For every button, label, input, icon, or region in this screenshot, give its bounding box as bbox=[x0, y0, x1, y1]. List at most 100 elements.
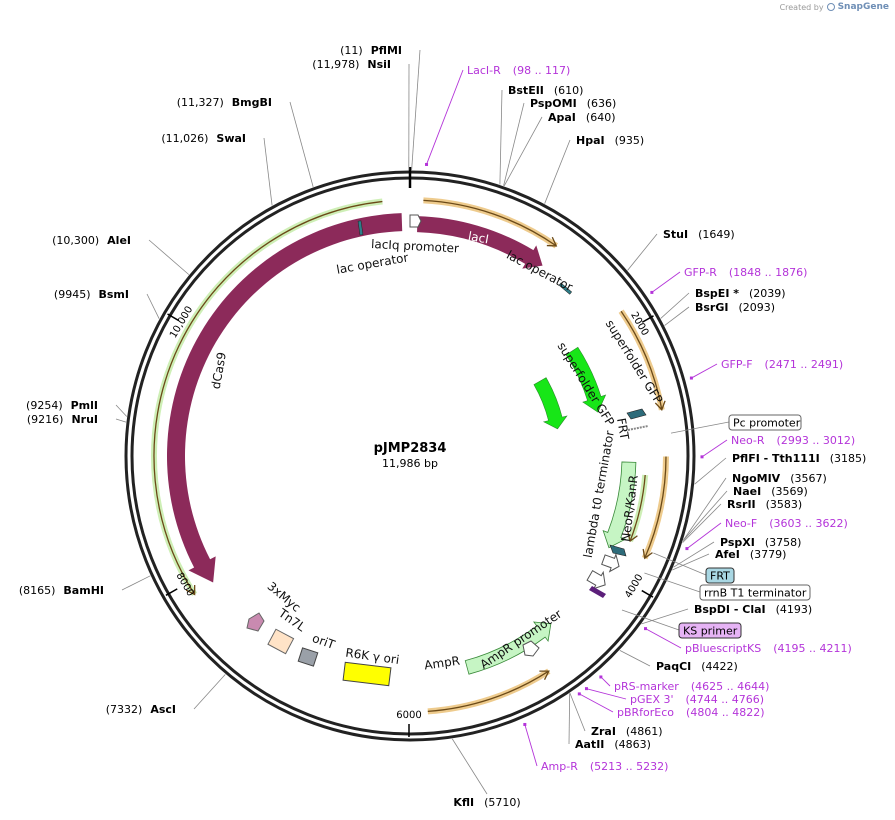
feature-laci-arrow[interactable] bbox=[417, 216, 543, 269]
feature-label-frt-1: FRT bbox=[614, 417, 632, 441]
boxed-label[interactable]: FRT bbox=[710, 570, 730, 583]
site-leader-line bbox=[503, 102, 525, 186]
site-leader-line bbox=[148, 239, 190, 275]
boxed-label[interactable]: KS primer bbox=[683, 625, 738, 638]
primer-mark bbox=[650, 290, 654, 294]
restriction-site-label[interactable]: (10,300)AleI bbox=[52, 234, 131, 247]
restriction-site-label[interactable]: ZraI(4861) bbox=[591, 725, 663, 738]
restriction-site-label[interactable]: PaqCI(4422) bbox=[656, 660, 738, 673]
frt-1-mark[interactable] bbox=[626, 408, 647, 420]
restriction-site-label[interactable]: RsrII(3583) bbox=[727, 498, 802, 511]
primer-name: pGEX 3' bbox=[630, 693, 674, 706]
primer-label[interactable]: GFP-F(2471 .. 2491) bbox=[721, 358, 843, 371]
restriction-site-label[interactable]: (11,978)NsiI bbox=[312, 58, 391, 71]
boxed-leader-line bbox=[621, 609, 680, 631]
restriction-site-label[interactable]: ApaI(640) bbox=[548, 111, 616, 124]
primer-range: (2993 .. 3012) bbox=[777, 434, 856, 447]
restriction-site-label[interactable]: AfeI(3779) bbox=[715, 548, 786, 561]
feature-label-laci: lacI bbox=[467, 229, 490, 246]
ks-primer-mark[interactable] bbox=[589, 586, 606, 598]
watermark-prefix: Created by bbox=[779, 2, 824, 12]
restriction-site-label[interactable]: PflFI - Tth111I(3185) bbox=[732, 452, 866, 465]
primer-label[interactable]: Neo-R(2993 .. 3012) bbox=[731, 434, 855, 447]
restriction-site-label[interactable]: BspEI *(2039) bbox=[695, 287, 786, 300]
site-name: ApaI bbox=[548, 111, 576, 124]
primer-label[interactable]: LacI-R(98 .. 117) bbox=[467, 64, 570, 77]
restriction-site-label[interactable]: (8165)BamHI bbox=[19, 584, 104, 597]
primer-label[interactable]: pGEX 3'(4744 .. 4766) bbox=[630, 693, 764, 706]
feature-superfolder-gfp-1-arrow[interactable] bbox=[565, 346, 607, 413]
primer-label[interactable]: GFP-R(1848 .. 1876) bbox=[684, 266, 807, 279]
orf-ampr-head bbox=[539, 670, 550, 680]
restriction-site-label[interactable]: HpaI(935) bbox=[576, 134, 644, 147]
site-leader-line bbox=[619, 650, 651, 667]
primer-leader-line bbox=[701, 439, 728, 458]
primer-name: pRS-marker bbox=[614, 680, 679, 693]
restriction-site-label[interactable]: AatII(4863) bbox=[575, 738, 651, 751]
lac-operator-1-mark[interactable] bbox=[357, 220, 364, 236]
restriction-site-label[interactable]: NaeI(3569) bbox=[733, 485, 808, 498]
restriction-site-label[interactable]: StuI(1649) bbox=[663, 228, 735, 241]
restriction-site-label[interactable]: BstEII(610) bbox=[508, 84, 583, 97]
feature-label-lac-operator-1: lac operator bbox=[335, 250, 409, 276]
feature-superfolder-gfp-2-arrow[interactable] bbox=[533, 377, 568, 430]
r6k-ori-box[interactable] bbox=[342, 661, 392, 687]
restriction-site-label[interactable]: PspOMI(636) bbox=[530, 97, 616, 110]
primer-leader-line bbox=[579, 693, 614, 713]
snapgene-logo-icon bbox=[826, 3, 835, 11]
boxed-label[interactable]: rrnB T1 terminator bbox=[704, 587, 807, 600]
feature-ampr-arrow[interactable] bbox=[464, 621, 552, 675]
3xmyc-icon[interactable] bbox=[246, 612, 265, 632]
primer-range: (4804 .. 4822) bbox=[686, 706, 765, 719]
primer-label[interactable]: pRS-marker (4625 .. 4644) bbox=[614, 680, 769, 693]
tn7l-box[interactable] bbox=[267, 628, 295, 655]
primer-label[interactable]: pBRforEco(4804 .. 4822) bbox=[617, 706, 765, 719]
lac-operator-2-mark[interactable] bbox=[558, 282, 573, 295]
restriction-site-label[interactable]: (9945)BsmI bbox=[54, 288, 129, 301]
restriction-site-label[interactable]: (9216)NruI bbox=[27, 413, 98, 426]
rrnb-t1-terminator-icon[interactable] bbox=[585, 567, 610, 592]
site-leader-line bbox=[115, 418, 127, 423]
site-position: (9254) bbox=[26, 399, 63, 412]
site-position: (11) bbox=[340, 44, 363, 57]
primer-label[interactable]: pBluescriptKS(4195 .. 4211) bbox=[685, 642, 852, 655]
restriction-site-label[interactable]: (7332)AscI bbox=[106, 703, 176, 716]
primer-range: (4625 .. 4644) bbox=[691, 680, 770, 693]
primer-label[interactable]: Neo-F(3603 .. 3622) bbox=[725, 517, 848, 530]
feature-label-laciq-promoter: lacIq promoter bbox=[371, 237, 460, 256]
primer-range: (1848 .. 1876) bbox=[729, 266, 808, 279]
feature-dcas9-arrow[interactable] bbox=[166, 213, 403, 583]
restriction-site-label[interactable]: PspXI(3758) bbox=[720, 536, 801, 549]
site-leader-line bbox=[503, 116, 543, 187]
site-leader-line bbox=[627, 233, 658, 271]
primer-label[interactable]: Amp-R(5213 .. 5232) bbox=[541, 760, 668, 773]
site-position: (5710) bbox=[484, 796, 521, 809]
primer-range: (3603 .. 3622) bbox=[769, 517, 848, 530]
pc-promoter-mark[interactable] bbox=[627, 425, 649, 431]
orf-layer bbox=[150, 197, 669, 715]
restriction-site-label[interactable]: (11,327)BmgBI bbox=[177, 96, 272, 109]
site-position: (3583) bbox=[766, 498, 803, 511]
frt-2-mark[interactable] bbox=[609, 544, 627, 557]
restriction-site-label[interactable]: (11,026)SwaI bbox=[161, 132, 246, 145]
site-position: (10,300) bbox=[52, 234, 99, 247]
site-name: StuI bbox=[663, 228, 688, 241]
restriction-site-label[interactable]: (9254)PmlI bbox=[26, 399, 98, 412]
restriction-site-label[interactable]: NgoMIV(3567) bbox=[732, 472, 827, 485]
restriction-site-label[interactable]: BsrGI(2093) bbox=[695, 301, 775, 314]
primer-mark bbox=[685, 547, 689, 551]
orit-box[interactable] bbox=[297, 647, 319, 667]
restriction-site-label[interactable]: (11)PflMI bbox=[340, 44, 402, 57]
feature-neor-arrow[interactable] bbox=[602, 461, 637, 549]
site-leader-line bbox=[569, 692, 586, 732]
lambda-t0-terminator-icon[interactable] bbox=[600, 551, 622, 574]
lacIq-promoter-icon[interactable] bbox=[409, 214, 422, 228]
boxed-label[interactable]: Pc promoter bbox=[733, 417, 801, 430]
site-position: (4863) bbox=[614, 738, 651, 751]
restriction-site-label[interactable]: BspDI - ClaI(4193) bbox=[694, 603, 812, 616]
primer-mark bbox=[523, 722, 527, 726]
restriction-site-label[interactable]: KflI(5710) bbox=[453, 796, 520, 809]
ampr-promoter-icon[interactable] bbox=[522, 640, 540, 657]
primer-mark bbox=[644, 627, 648, 631]
label-box bbox=[699, 584, 811, 601]
